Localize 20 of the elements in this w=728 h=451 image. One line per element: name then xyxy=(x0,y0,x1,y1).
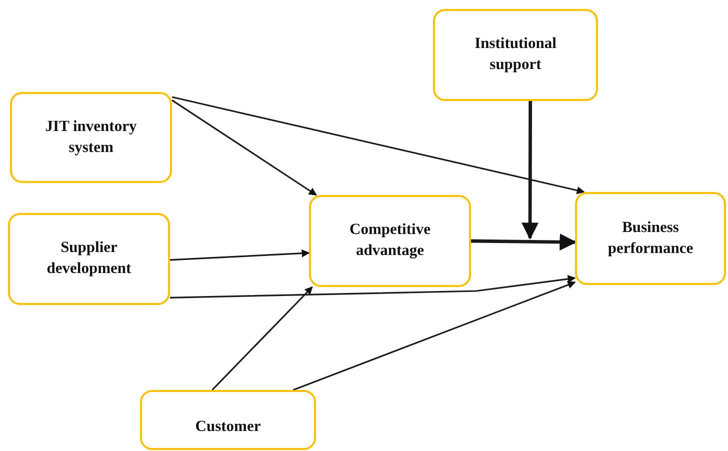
arrow xyxy=(470,234,577,251)
construct-label: Customer xyxy=(195,417,261,438)
arrow xyxy=(212,286,313,391)
construct-label: JIT inventory system xyxy=(44,116,138,158)
arrow xyxy=(292,281,576,391)
arrow xyxy=(522,101,539,240)
arrow xyxy=(172,96,585,194)
arrow xyxy=(170,249,310,261)
construct-label: Business performance xyxy=(606,218,694,258)
construct-box xyxy=(575,192,726,285)
construct-box xyxy=(10,92,172,183)
arrow xyxy=(170,275,576,298)
construct-label: Competitive advantage xyxy=(348,220,432,261)
construct-label: Institutional support xyxy=(474,34,558,75)
construct-box xyxy=(309,195,471,287)
construct-label: Supplier development xyxy=(46,238,132,279)
construct-box xyxy=(8,213,170,305)
construct-box xyxy=(433,9,598,101)
construct-box xyxy=(140,390,316,450)
arrow xyxy=(172,100,317,196)
